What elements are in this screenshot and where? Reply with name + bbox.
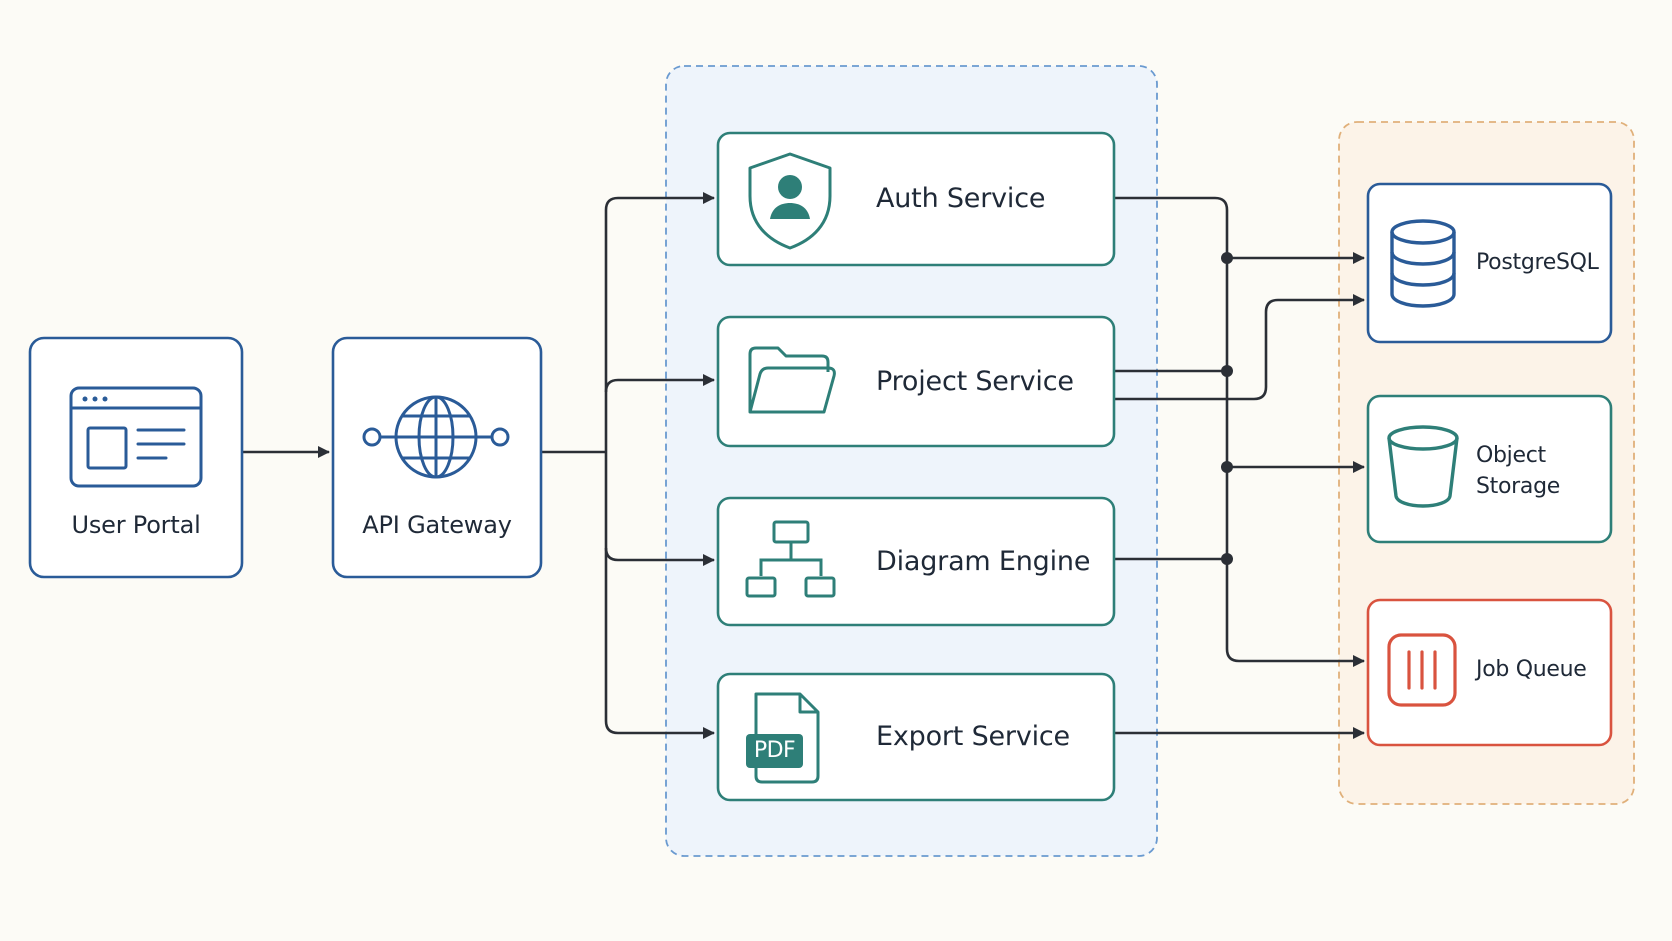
postgresql-label: PostgreSQL [1476, 250, 1599, 275]
junction-dot [1221, 553, 1233, 565]
pdf-file-icon [746, 692, 820, 784]
browser-window-icon [69, 386, 203, 488]
edge-gateway-to-export-service [604, 548, 715, 739]
bucket-icon [1387, 425, 1459, 508]
object-storage-label: Object Storage [1476, 443, 1560, 499]
api-gateway-label: API Gateway [362, 511, 512, 539]
diagram-engine-node[interactable] [716, 496, 1116, 627]
job-queue-label: Job Queue [1476, 657, 1587, 682]
edge-gateway-to-auth-service [604, 192, 715, 452]
edge-bus-vertical [1114, 196, 1365, 667]
edge-project-service-to-postgresql [1114, 294, 1365, 401]
globe-network-icon [362, 395, 510, 479]
diagram-engine-label: Diagram Engine [876, 546, 1091, 577]
user-portal-node[interactable] [28, 336, 244, 579]
database-icon [1390, 219, 1456, 308]
folder-icon [748, 346, 836, 414]
queue-icon [1387, 633, 1457, 707]
hierarchy-icon [745, 520, 836, 598]
junction-dot [1221, 252, 1233, 264]
junction-dot [1221, 365, 1233, 377]
edge-gateway-to-project-service [604, 374, 715, 393]
pdf-badge-label: PDF [753, 738, 796, 763]
project-service-node[interactable] [716, 315, 1116, 448]
auth-service-label: Auth Service [876, 183, 1046, 214]
postgresql-node[interactable] [1366, 182, 1613, 344]
junction-dot [1221, 461, 1233, 473]
shield-user-icon [748, 152, 832, 250]
export-service-label: Export Service [876, 721, 1070, 752]
project-service-label: Project Service [876, 366, 1074, 397]
user-portal-label: User Portal [71, 511, 201, 539]
